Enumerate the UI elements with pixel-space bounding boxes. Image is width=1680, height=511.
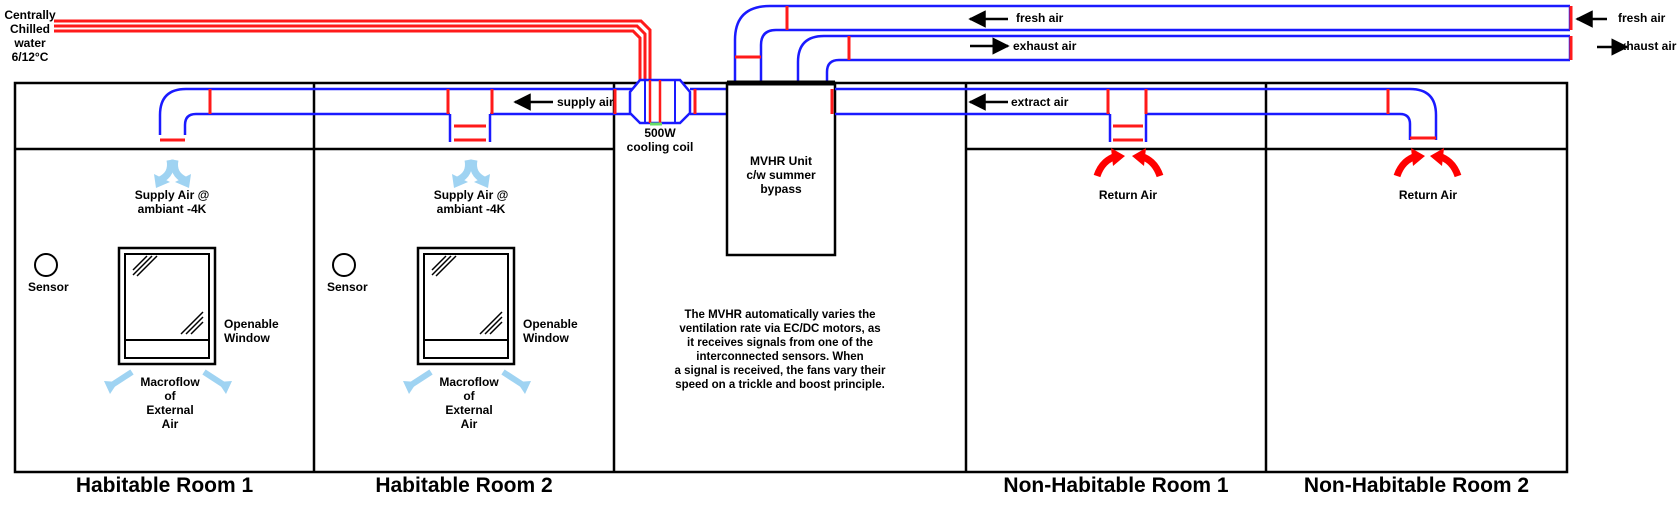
sensor-icon <box>34 253 58 277</box>
description-line: speed on a trickle and boost principle. <box>675 379 885 391</box>
mvhr-unit-box <box>725 81 837 257</box>
cooling-coil-text: cooling coil <box>626 140 694 154</box>
description-line: ventilation rate via EC/DC motors, as <box>679 323 881 335</box>
chilled-water-label-line: Chilled <box>9 22 50 36</box>
chilled-water-pipe <box>54 19 652 95</box>
exhaust-air-in-label: exhaust air <box>1013 39 1077 53</box>
exhaust-air-duct <box>796 34 1572 84</box>
macroflow-label-line: Macroflow <box>439 375 499 389</box>
window-icon <box>416 246 516 366</box>
room-title-non-habitable-2: Non-Habitable Room 2 <box>1303 474 1530 497</box>
cooling-coil <box>628 78 692 126</box>
description-line: a signal is received, the fans vary thei… <box>674 365 886 377</box>
return-air-arrows-nh1 <box>1097 148 1160 176</box>
supply-air-note-line: ambiant -4K <box>436 202 506 216</box>
description-line: it receives signals from one of the <box>687 337 873 349</box>
supply-air-note-line: Supply Air @ <box>433 188 509 202</box>
supply-air-arrows-room2 <box>452 160 490 188</box>
window-label-line: Window <box>224 331 270 345</box>
fresh-air-out-label: fresh air <box>1618 11 1666 25</box>
macroflow-label-line: Air <box>460 417 478 431</box>
fresh-air-duct <box>733 4 1572 84</box>
mvhr-description: The MVHR automatically varies the ventil… <box>640 308 920 392</box>
window-icon <box>117 246 217 366</box>
macroflow-label-line: of <box>164 389 176 403</box>
return-air-arrows-nh2 <box>1397 148 1458 176</box>
chilled-water-label-line: Centrally <box>4 8 56 22</box>
return-air-note-nh1: Return Air <box>1098 188 1158 202</box>
supply-duct-joints <box>160 89 617 142</box>
mvhr-unit-label: MVHR Unit c/w summer bypass <box>727 154 835 196</box>
sensor-icon <box>332 253 356 277</box>
supply-air-note-line: Supply Air @ <box>134 188 210 202</box>
cooling-coil-power: 500W <box>644 126 676 140</box>
macroflow-label-line: External <box>146 403 194 417</box>
window-label-line: Openable <box>224 317 279 331</box>
mvhr-unit-label-line: MVHR Unit <box>750 154 812 168</box>
fresh-air-in-label: fresh air <box>1016 11 1064 25</box>
macroflow-arrows <box>104 369 531 394</box>
exhaust-air-out-label: exhaust air <box>1613 39 1677 53</box>
extract-duct-joints <box>1106 89 1436 142</box>
supply-air-arrows-room1 <box>154 160 191 188</box>
sensor-label: Sensor <box>327 280 368 294</box>
direction-arrows <box>513 10 1629 111</box>
top-duct-joints <box>735 6 1573 86</box>
macroflow-label-line: External <box>445 403 493 417</box>
window-label-line: Openable <box>523 317 578 331</box>
supply-air-note-room1: Supply Air @ ambiant -4K <box>122 188 222 216</box>
extract-duct <box>835 87 1438 142</box>
macroflow-label: Macroflow of External Air <box>130 375 210 431</box>
chilled-water-label-line: 6/12°C <box>11 50 49 64</box>
window-label-line: Window <box>523 331 569 345</box>
supply-air-label: supply air <box>557 95 614 109</box>
supply-air-note-line: ambiant -4K <box>137 202 207 216</box>
window-label: Openable Window <box>523 317 578 345</box>
chilled-water-label-line: water <box>14 36 46 50</box>
mvhr-unit-label-line: bypass <box>760 182 802 196</box>
mvhr-unit-label-line: c/w summer <box>746 168 816 182</box>
cooling-coil-label: 500W cooling coil <box>620 126 700 154</box>
macroflow-label-line: Air <box>161 417 179 431</box>
sensor-label: Sensor <box>28 280 69 294</box>
room-title-habitable-1: Habitable Room 1 <box>75 474 254 497</box>
description-line: interconnected sensors. When <box>696 351 864 363</box>
chilled-water-label: Centrally Chilled water 6/12°C <box>0 8 60 64</box>
macroflow-label-line: Macroflow <box>140 375 200 389</box>
room-title-habitable-2: Habitable Room 2 <box>375 474 553 497</box>
macroflow-label-line: of <box>463 389 475 403</box>
extract-air-label: extract air <box>1011 95 1069 109</box>
macroflow-label: Macroflow of External Air <box>429 375 509 431</box>
return-air-note-nh2: Return Air <box>1398 188 1458 202</box>
window-label: Openable Window <box>224 317 279 345</box>
supply-air-note-room2: Supply Air @ ambiant -4K <box>421 188 521 216</box>
description-line: The MVHR automatically varies the <box>684 309 876 321</box>
room-title-non-habitable-1: Non-Habitable Room 1 <box>1003 474 1229 497</box>
